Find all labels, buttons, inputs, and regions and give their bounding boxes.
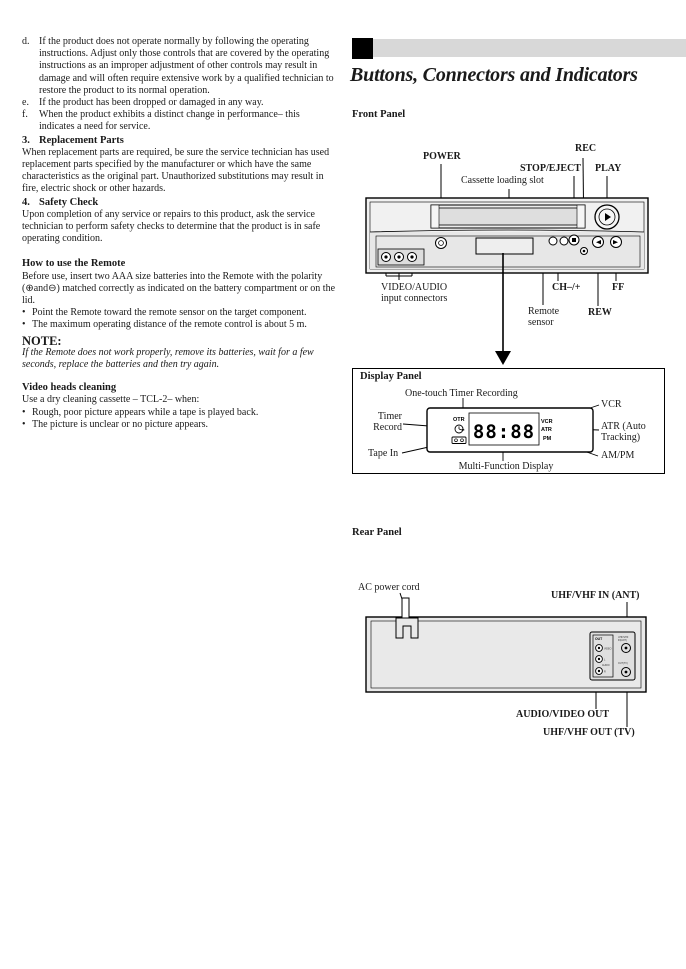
label-play: PLAY: [595, 163, 622, 174]
label-remote-sensor: Remote sensor: [528, 306, 560, 328]
label-ac-power-cord: AC power cord: [358, 582, 420, 593]
label-uhf-out: UHF/VHF OUT (TV): [543, 727, 635, 738]
video-bullet-1: • Rough, poor picture appears while a ta…: [22, 406, 259, 418]
front-panel-heading: Front Panel: [352, 109, 406, 120]
cassette-slot: [430, 204, 586, 229]
av-input-jacks: [377, 248, 425, 266]
video-bullet-2: • The picture is unclear or no picture a…: [22, 418, 209, 430]
label-av-out: AUDIO/VIDEO OUT: [516, 709, 610, 720]
label-ff: FF: [612, 282, 625, 293]
note-heading: NOTE:: [22, 333, 62, 348]
section-title: Safety Check: [39, 196, 99, 208]
pm-indicator: PM: [543, 436, 552, 442]
micro-uhf-in-label: UHF/VHF: [618, 636, 629, 639]
micro-out-tv-label: OUT(TV): [618, 662, 628, 665]
list-item-f: f. When the product exhibits a distinct …: [22, 109, 337, 133]
list-text: If the product has been dropped or damag…: [39, 97, 264, 109]
label-tape-in: Tape In: [368, 448, 399, 459]
label-uhf-in: UHF/VHF IN (ANT): [551, 590, 640, 601]
fast-forward-icon: [613, 240, 618, 245]
note-body: If the Remote does not work properly, re…: [22, 346, 314, 371]
vcr-indicator: VCR: [541, 419, 553, 425]
rear-panel-heading: Rear Panel: [352, 527, 402, 538]
micro-l-label: L: [604, 659, 606, 662]
page-title: Buttons, Connectors and Indicators: [350, 64, 638, 86]
video-heads-heading: Video heads cleaning: [22, 382, 117, 394]
bullet-glyph: •: [22, 319, 26, 331]
micro-video-label: VIDEO: [604, 648, 612, 651]
list-text: When the product exhibits a distinct cha…: [39, 109, 300, 133]
list-marker: f.: [22, 109, 28, 121]
rew-button: [592, 236, 604, 248]
section-number: 3.: [22, 134, 30, 146]
label-rec: REC: [575, 143, 597, 154]
micro-out-label: OUT: [595, 637, 603, 641]
video-heads-intro: Use a dry cleaning cassette – TCL-2– whe…: [22, 394, 200, 406]
play-button: [594, 204, 620, 230]
atr-indicator: ATR: [541, 427, 552, 433]
svg-text:IN(ANT): IN(ANT): [618, 639, 627, 642]
list-item-d: d. If the product does not operate norma…: [22, 36, 337, 97]
section-4-body: Upon completion of any service or repair…: [22, 208, 321, 245]
front-panel-diagram: [365, 157, 649, 365]
list-text: If the product does not operate normally…: [39, 36, 334, 96]
otr-indicator: OTR: [453, 417, 465, 423]
remote-heading: How to use the Remote: [22, 258, 126, 270]
bullet-glyph: •: [22, 406, 26, 418]
label-ampm: AM/PM: [601, 450, 635, 461]
stop-eject-button: [568, 234, 580, 246]
list-marker: e.: [22, 97, 29, 109]
label-power: POWER: [423, 151, 461, 162]
list-marker: d.: [22, 36, 30, 47]
channel-buttons: [548, 236, 569, 246]
vcr-rear-body: OUT VIDEO L AUDIO R UHF/VHF IN(ANT) OUT(…: [365, 597, 647, 693]
ff-button: [610, 236, 622, 248]
display-unit: OTR - 88:88 VCR ATR PM: [426, 407, 594, 453]
display-panel-heading: Display Panel: [360, 371, 422, 382]
remote-bullet-1: • Point the Remote toward the remote sen…: [22, 307, 307, 319]
list-item-e: e. If the product has been dropped or da…: [22, 97, 337, 109]
label-timer-record: Timer Record: [373, 411, 402, 433]
section-3-heading: 3. Replacement Parts: [22, 135, 337, 147]
label-rew: REW: [588, 307, 612, 318]
play-icon: [605, 213, 611, 221]
front-display-window: [475, 237, 534, 255]
display-digits: 88:88: [473, 421, 535, 443]
bullet-glyph: •: [22, 307, 26, 319]
label-one-touch: One-touch Timer Recording: [405, 388, 518, 399]
remote-bullet-2: • The maximum operating distance of the …: [22, 319, 307, 331]
rewind-icon: [596, 240, 601, 245]
label-vcr: VCR: [601, 399, 622, 410]
section-number: 4.: [22, 196, 30, 208]
left-text-column: d. If the product does not operate norma…: [22, 36, 337, 431]
tape-in-cassette-icon: [451, 436, 467, 444]
micro-r-label: R: [604, 671, 606, 674]
rear-connector-panel: OUT VIDEO L AUDIO R UHF/VHF IN(ANT) OUT(…: [589, 631, 636, 681]
rec-button: [580, 247, 588, 255]
arrow-head-icon: [495, 351, 511, 365]
bullet-glyph: •: [22, 418, 26, 430]
rear-panel-diagram: OUT VIDEO L AUDIO R UHF/VHF IN(ANT) OUT(…: [365, 592, 647, 727]
section-header-square: [352, 38, 373, 59]
label-cassette-slot: Cassette loading slot: [461, 175, 544, 186]
display-minus: -: [461, 424, 465, 436]
timer-clock-icon: [454, 424, 464, 434]
label-ch: CH–/+: [552, 282, 581, 293]
label-atr: ATR (Auto Tracking): [601, 421, 646, 443]
section-4-heading: 4. Safety Check: [22, 197, 337, 209]
ac-power-cord: [395, 597, 419, 639]
section-title: Replacement Parts: [39, 134, 124, 146]
label-mfd: Multi-Function Display: [458, 461, 554, 472]
vcr-front-body: [365, 197, 649, 274]
display-panel-diagram: OTR - 88:88 VCR ATR PM: [401, 398, 600, 461]
section-header-bar: [352, 39, 686, 57]
label-video-audio: VIDEO/AUDIO input connectors: [381, 282, 448, 304]
remote-body: Before use, insert two AAA size batterie…: [22, 270, 336, 307]
micro-audio-label: AUDIO: [602, 664, 610, 667]
down-arrow: [495, 253, 511, 365]
label-stop-eject: STOP/EJECT: [520, 163, 581, 174]
display-panel-box: [352, 368, 665, 474]
power-button: [435, 237, 447, 249]
section-3-body: When replacement parts are required, be …: [22, 146, 330, 195]
